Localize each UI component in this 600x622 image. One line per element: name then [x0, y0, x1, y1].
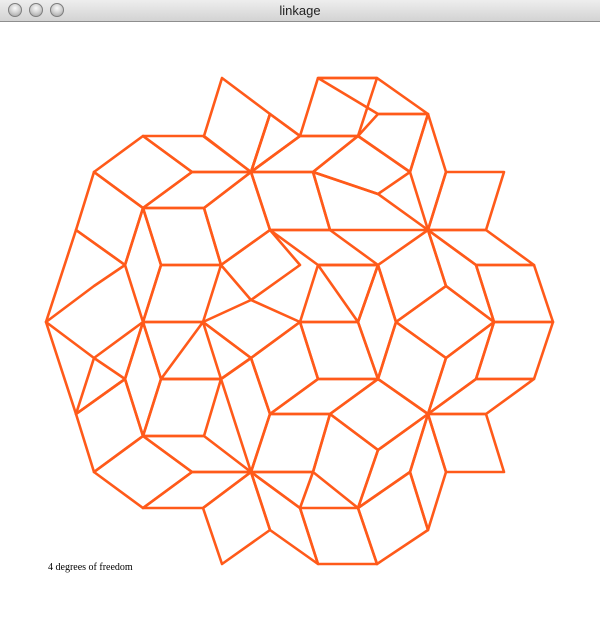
linkage-rhombus-14[interactable]	[356, 112, 430, 174]
degrees-of-freedom-label: 4 degrees of freedom	[48, 562, 133, 573]
linkage-rhombus-53[interactable]	[328, 377, 430, 452]
linkage-rhombus-19[interactable]	[202, 170, 272, 267]
linkage-rhombus-4[interactable]	[123, 206, 163, 324]
linkage-rhombus-26[interactable]	[298, 320, 380, 381]
linkage-rhombus-51[interactable]	[249, 412, 332, 474]
linkage-rhombus-3[interactable]	[74, 170, 145, 267]
linkage-rhombus-59[interactable]	[298, 506, 379, 566]
linkage-rhombus-48[interactable]	[141, 470, 253, 510]
linkage-rhombus-60[interactable]	[356, 470, 430, 566]
linkage-rhombus-32[interactable]	[426, 228, 496, 324]
linkage-rhombus-39[interactable]	[408, 412, 448, 532]
linkage-rhombus-47[interactable]	[141, 377, 223, 438]
linkage-rhombus-1[interactable]	[141, 134, 253, 174]
linkage-rhombus-37[interactable]	[426, 377, 536, 416]
linkage-rhombus-6[interactable]	[44, 228, 127, 324]
linkage-rhombus-45[interactable]	[92, 434, 194, 510]
linkage-rhombus-10[interactable]	[316, 76, 430, 116]
linkage-rhombus-12[interactable]	[249, 134, 360, 174]
linkage-rhombus-20[interactable]	[219, 228, 302, 302]
linkage-rhombus-34[interactable]	[474, 320, 555, 381]
linkage-rhombus-15[interactable]	[408, 112, 448, 232]
linkage-rhombus-17[interactable]	[311, 170, 430, 232]
linkage-rhombus-7[interactable]	[202, 76, 272, 174]
linkage-rhombus-46[interactable]	[141, 434, 253, 474]
linkage-bars	[44, 76, 555, 566]
linkage-rhombus-2[interactable]	[141, 170, 253, 210]
close-button-icon[interactable]	[8, 3, 22, 17]
linkage-rhombus-13[interactable]	[311, 134, 412, 196]
linkage-rhombus-54[interactable]	[311, 412, 380, 510]
linkage-rhombus-33[interactable]	[474, 263, 555, 324]
linkage-canvas[interactable]	[0, 22, 600, 622]
title-bar[interactable]: linkage	[0, 0, 600, 22]
linkage-rhombus-25[interactable]	[356, 263, 398, 381]
linkage-rhombus-36[interactable]	[426, 320, 496, 416]
linkage-rhombus-27[interactable]	[249, 320, 320, 416]
minimize-button-icon[interactable]	[29, 3, 43, 17]
linkage-rhombus-44[interactable]	[74, 377, 145, 474]
linkage-rhombus-16[interactable]	[249, 170, 332, 232]
linkage-rhombus-52[interactable]	[268, 377, 380, 416]
zoom-button-icon[interactable]	[50, 3, 64, 17]
linkage-rhombus-35[interactable]	[376, 320, 448, 416]
linkage-rhombus-28[interactable]	[426, 170, 506, 232]
linkage-rhombus-5[interactable]	[141, 206, 223, 267]
linkage-rhombus-0[interactable]	[92, 134, 194, 210]
linkage-rhombus-57[interactable]	[201, 470, 272, 566]
linkage-rhombus-43[interactable]	[123, 320, 163, 438]
linkage-rhombus-40[interactable]	[44, 320, 127, 416]
linkage-rhombus-22[interactable]	[201, 298, 302, 360]
linkage-rhombus-38[interactable]	[426, 412, 506, 474]
linkage-rhombus-29[interactable]	[426, 228, 536, 267]
linkage-rhombus-31[interactable]	[394, 284, 496, 360]
linkage-rhombus-21[interactable]	[141, 263, 223, 324]
window-title: linkage	[279, 3, 321, 18]
linkage-rhombus-30[interactable]	[376, 228, 448, 324]
